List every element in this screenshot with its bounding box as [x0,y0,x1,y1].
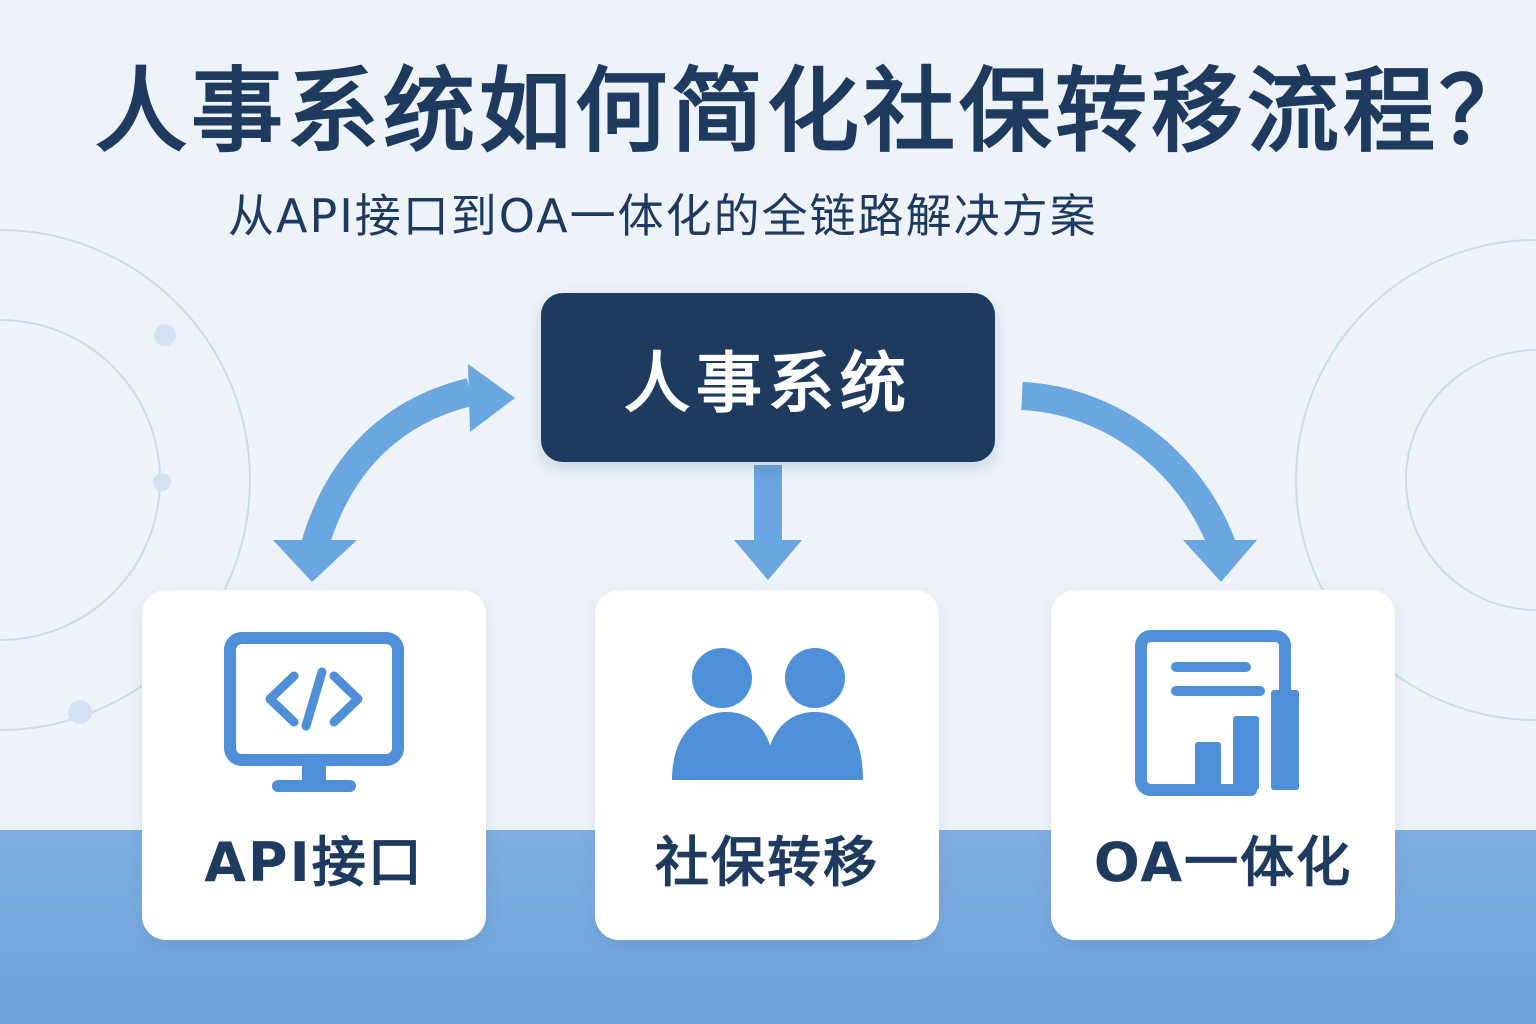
oa-card[interactable]: OA一体化 [1051,590,1395,940]
code-monitor-icon [224,632,404,792]
arrow-hub-to-social-security [734,465,802,580]
page-subtitle: 从API接口到OA一体化的全链路解决方案 [228,189,1098,243]
document-chart-icon [1135,630,1299,796]
oa-card-label: OA一体化 [1093,831,1353,894]
api-card[interactable]: API接口 [142,590,486,940]
arrow-hub-to-oa [1021,382,1257,582]
hr-system-label: 人事系统 [624,344,912,422]
api-card-label: API接口 [204,831,424,894]
people-icon [672,648,863,780]
social-security-card-label: 社保转移 [655,831,879,894]
hr-system-node[interactable]: 人事系统 [541,293,995,462]
page-title: 人事系统如何简化社保转移流程？ [95,58,1536,165]
arrow-hub-to-api [273,364,515,582]
social-security-card[interactable]: 社保转移 [595,590,939,940]
